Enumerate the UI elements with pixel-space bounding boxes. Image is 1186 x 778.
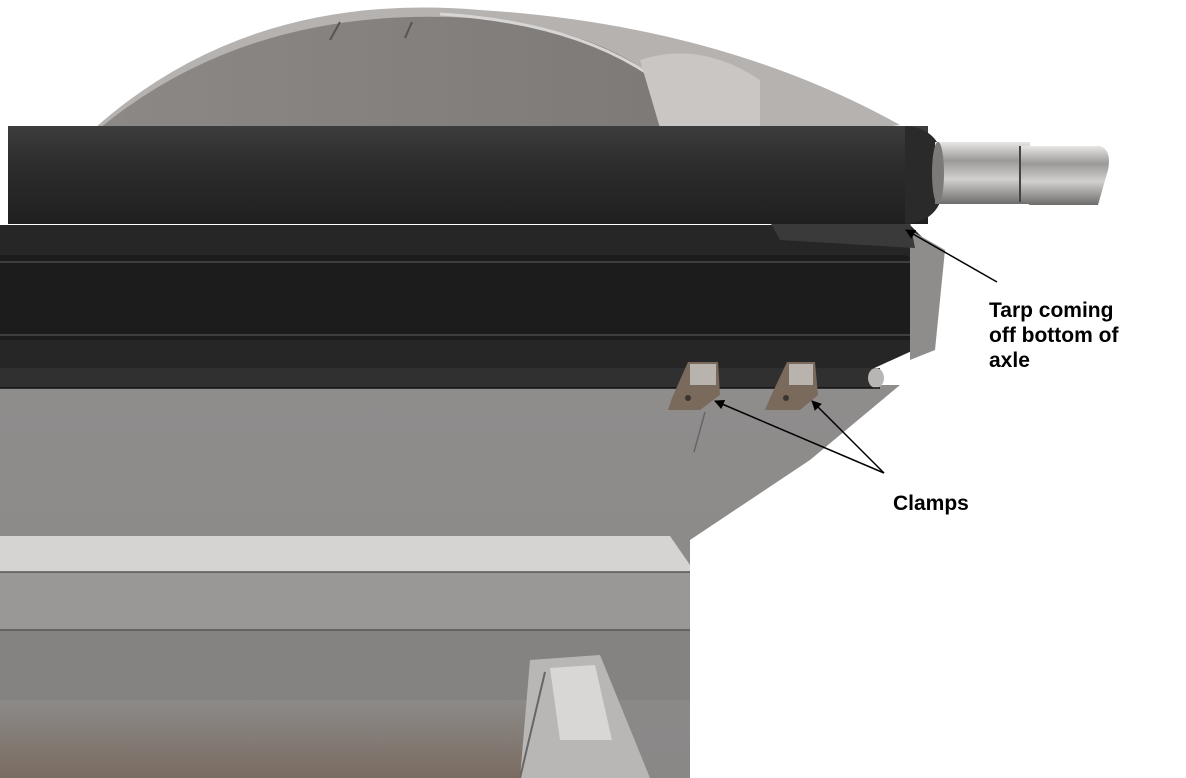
tarp-annotation: Tarp coming off bottom of axle bbox=[989, 298, 1118, 373]
clamp-right bbox=[765, 362, 818, 410]
housing-band bbox=[0, 222, 945, 370]
tarp-annotation-line-2: off bottom of bbox=[989, 324, 1119, 347]
clamps-annotation: Clamps bbox=[893, 492, 969, 515]
clamp-leader-line-left bbox=[714, 399, 885, 474]
axle-shaft bbox=[932, 142, 1109, 205]
clamp-left bbox=[668, 362, 720, 453]
tarp-roller bbox=[8, 126, 945, 224]
leader-arrows bbox=[714, 229, 998, 474]
lower-body bbox=[0, 385, 900, 778]
lower-rod bbox=[0, 368, 884, 389]
tarp-leader-line bbox=[905, 229, 998, 283]
clamp-leader-line-right bbox=[811, 400, 885, 474]
bottom-bracket bbox=[519, 655, 650, 778]
drum-disc bbox=[95, 7, 900, 130]
tarp-annotation-line-1: Tarp coming bbox=[989, 299, 1114, 322]
tarp-annotation-line-3: axle bbox=[989, 349, 1030, 372]
